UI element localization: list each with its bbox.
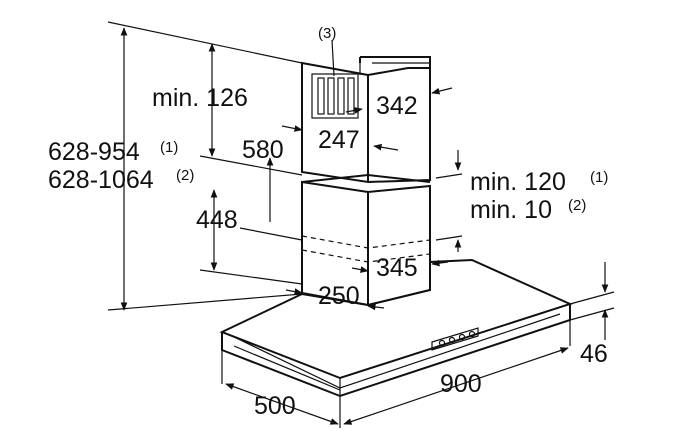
upper-chimney [301,56,431,184]
height-range-1-label: 628-954 [48,138,140,166]
filter-grille-icon [311,73,359,119]
min-120-label: min. 120 [470,168,566,196]
hood-canopy-inner-edge [231,313,561,391]
dimension-labels: (3) min. 126 580 342 247 628-954 (1) 628… [48,25,608,420]
chimney-overlap-dashed [301,235,431,263]
height-range-2-ref: (2) [176,167,194,184]
dim-345-label: 345 [376,254,418,282]
hood-canopy-front [221,304,571,398]
min-120-ref: (1) [590,169,608,186]
height-range-2-label: 628-1064 [48,166,154,194]
upper-chimney-inner [359,62,430,75]
dim-580-label: 580 [242,136,284,164]
dim-448-label: 448 [196,206,238,234]
min-126-label: min. 126 [152,84,248,112]
dimension-lines [107,21,615,428]
dim-250-label: 250 [318,282,360,310]
hood-canopy [219,258,573,380]
dim-900-label: 900 [440,370,482,398]
min-10-label: min. 10 [470,196,552,224]
filter-leader-line [331,39,335,77]
filter-reference-label: (3) [318,25,336,42]
dim-247-label: 247 [318,126,360,154]
dim-500-label: 500 [254,392,296,420]
dim-342-label: 342 [376,92,418,120]
dim-46-label: 46 [580,340,608,368]
min-10-ref: (2) [568,197,586,214]
height-range-1-ref: (1) [160,139,178,156]
